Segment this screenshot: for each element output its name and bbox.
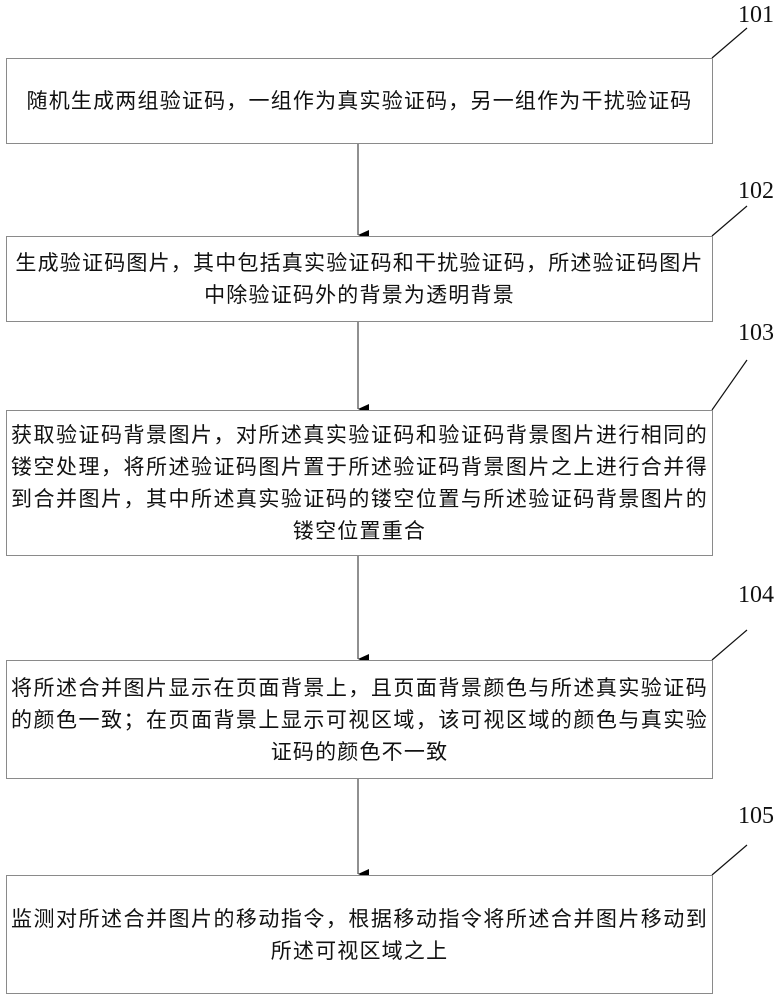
leader-line-104 [711,629,748,661]
leader-line-103 [711,359,748,411]
step-label-102: 102 [738,178,774,204]
step-box-104: 将所述合并图片显示在页面背景上，且页面背景颜色与所述真实验证码的颜色一致；在页面… [6,660,713,779]
step-text-105: 监测对所述合并图片的移动指令，根据移动指令将所述合并图片移动到所述可视区域之上 [11,906,708,963]
step-text-102: 生成验证码图片，其中包括真实验证码和干扰验证码，所述验证码图片中除验证码外的背景… [15,251,704,307]
leader-line-105 [711,844,748,876]
step-box-103: 获取验证码背景图片，对所述真实验证码和验证码背景图片进行相同的镂空处理，将所述验… [6,410,713,556]
leader-line-101 [711,27,748,59]
step-text-103: 获取验证码背景图片，对所述真实验证码和验证码背景图片进行相同的镂空处理，将所述验… [11,423,708,543]
step-label-104: 104 [738,582,774,608]
step-label-101: 101 [738,2,774,28]
step-box-102: 生成验证码图片，其中包括真实验证码和干扰验证码，所述验证码图片中除验证码外的背景… [6,236,713,322]
step-text-104: 将所述合并图片显示在页面背景上，且页面背景颜色与所述真实验证码的颜色一致；在页面… [11,675,708,764]
step-box-101: 随机生成两组验证码，一组作为真实验证码，另一组作为干扰验证码 [6,58,713,144]
step-label-103: 103 [738,320,774,346]
leader-line-102 [711,205,748,237]
step-text-101: 随机生成两组验证码，一组作为真实验证码，另一组作为干扰验证码 [26,89,693,113]
step-label-105: 105 [738,803,774,829]
step-box-105: 监测对所述合并图片的移动指令，根据移动指令将所述合并图片移动到所述可视区域之上 [6,875,713,994]
